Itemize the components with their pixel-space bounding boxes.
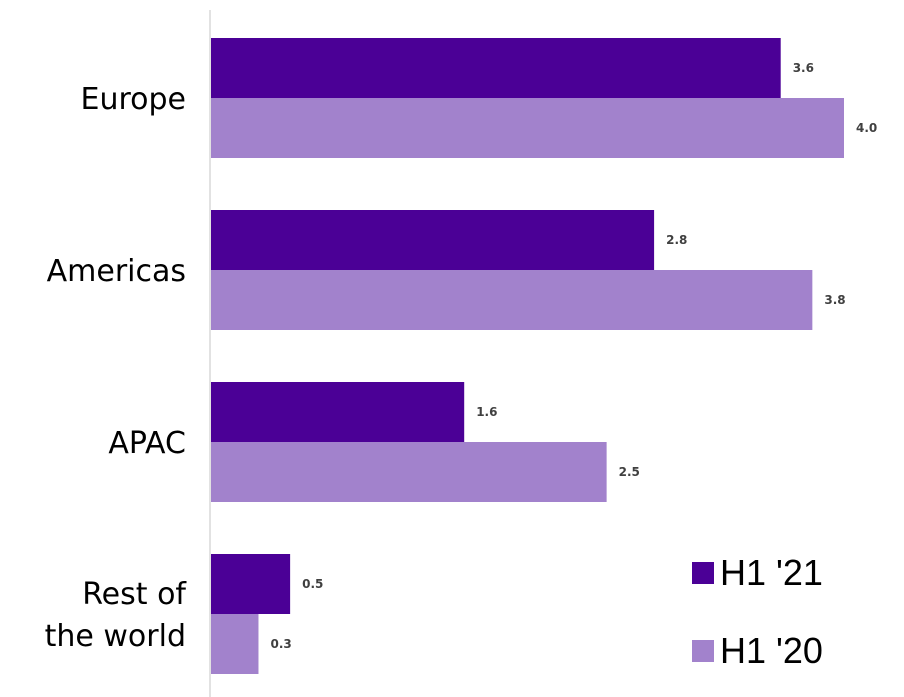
category-label-line: the world [45,619,186,654]
bar-rest-of-the-world-series-2 [211,614,259,674]
category-label-americas: Americas [47,254,186,289]
bar-apac-series-2 [211,442,607,502]
value-label-apac-series-1: 1.6 [476,405,497,419]
value-label-americas-series-1: 2.8 [666,233,687,247]
bar-americas-series-2 [211,270,813,330]
bar-americas-series-1 [211,210,655,270]
category-label-line: Europe [81,82,187,117]
bars-group: 3.6 4.0 2.8 3.8 1.6 2.5 0.5 0.3 [211,38,877,674]
category-label-rest-of-the-world: Rest of the world [45,577,188,654]
bar-rest-of-the-world-series-1 [211,554,291,614]
legend-swatch-series-1 [692,562,714,584]
value-label-americas-series-2: 3.8 [824,293,845,307]
category-label-line: Rest of [82,577,187,612]
value-label-rest-of-the-world-series-1: 0.5 [302,577,323,591]
category-label-europe: Europe [81,82,187,117]
value-label-apac-series-2: 2.5 [619,465,640,479]
legend-label-series-1: H1 '21 [720,552,823,593]
value-label-europe-series-1: 3.6 [793,61,814,75]
bar-europe-series-1 [211,38,781,98]
category-label-apac: APAC [108,426,186,461]
bar-apac-series-1 [211,382,465,442]
category-label-line: APAC [108,426,186,461]
value-label-europe-series-2: 4.0 [856,121,877,135]
bar-europe-series-2 [211,98,844,158]
legend-label-series-2: H1 '20 [720,630,823,671]
value-label-rest-of-the-world-series-2: 0.3 [270,637,291,651]
category-label-line: Americas [47,254,186,289]
legend-swatch-series-2 [692,640,714,662]
legend: H1 '21 H1 '20 [692,552,823,671]
